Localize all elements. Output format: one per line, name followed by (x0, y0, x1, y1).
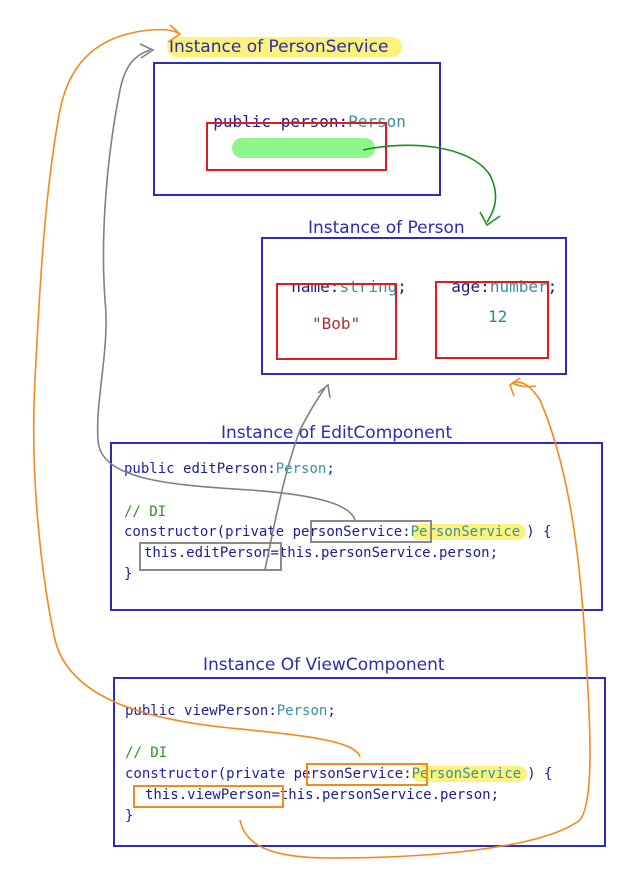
edit-comment: // DI (124, 504, 167, 520)
age-value-slot (435, 281, 549, 359)
edit-target-box (139, 542, 282, 571)
edit-component-title: Instance of EditComponent (221, 423, 453, 443)
view-param-box (306, 763, 428, 786)
age-value: 12 (488, 307, 508, 326)
person-title: Instance of Person (308, 218, 465, 238)
view-close-brace: } (125, 808, 134, 824)
edit-close-brace: } (124, 566, 133, 582)
view-comment: // DI (125, 745, 168, 761)
edit-param-box (310, 520, 432, 543)
person-service-title: Instance of PersonService (167, 37, 403, 57)
view-target-box (133, 785, 284, 808)
reference-bar (232, 138, 375, 158)
edit-line-field: public editPerson:Person; (124, 461, 335, 477)
view-component-title: Instance Of ViewComponent (203, 655, 445, 675)
name-value: "Bob" (312, 314, 361, 333)
orange-view-arrow-tail (511, 382, 537, 388)
orange-view-arrow-head (509, 377, 521, 397)
gray-edit-arrow-head (317, 383, 331, 399)
gray-di-arrow-head (139, 43, 155, 59)
view-line-field: public viewPerson:Person; (125, 703, 336, 719)
green-arrow-head (479, 211, 501, 227)
